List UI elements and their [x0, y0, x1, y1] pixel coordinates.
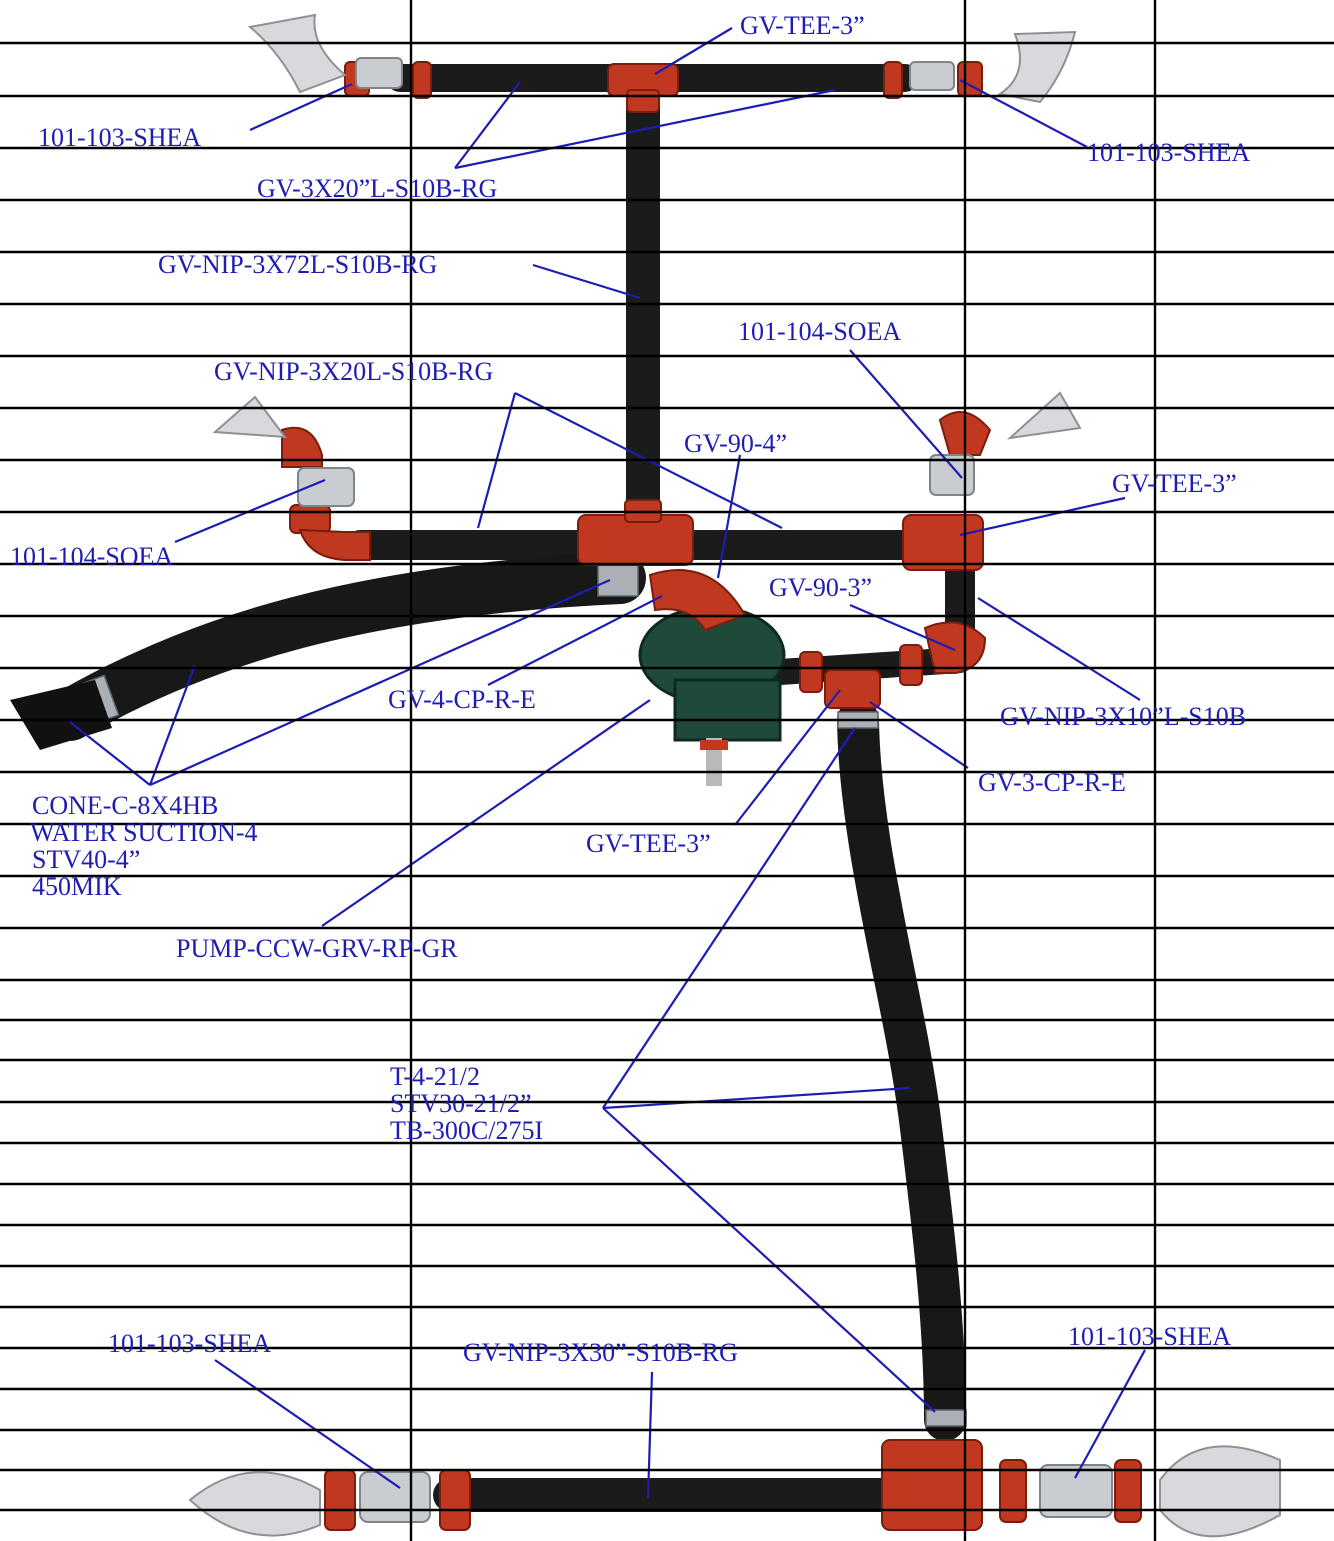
label-top-right-valve: 101-103-SHEA — [1087, 138, 1250, 167]
label-elbow-3: GV-90-3” — [769, 573, 872, 602]
label-nip-10: GV-NIP-3X10”L-S10B — [1000, 702, 1246, 731]
label-mid-nipples: GV-NIP-3X20L-S10B-RG — [214, 357, 493, 386]
label-cap-3: GV-3-CP-R-E — [978, 768, 1126, 797]
label-right-tee: GV-TEE-3” — [1112, 469, 1237, 498]
hose-clamp — [926, 1410, 966, 1426]
label-suction-line-1: CONE-C-8X4HB — [32, 791, 218, 820]
label-suction-line-3: STV40-4” — [32, 845, 140, 874]
label-bottom-left-valve: 101-103-SHEA — [108, 1329, 271, 1358]
label-bottom-nipple: GV-NIP-3X30”-S10B-RG — [463, 1338, 738, 1367]
label-riser-nipple: GV-NIP-3X72L-S10B-RG — [158, 250, 437, 279]
label-suction-line-4: 450MIK — [32, 872, 122, 901]
label-suction-line-2: WATER SUCTION-4 — [30, 818, 258, 847]
label-left-valve-104: 101-104-SOEA — [10, 542, 173, 571]
cone-strainer-icon — [10, 680, 112, 750]
suction-hose — [70, 578, 620, 715]
label-bottom-right-valve: 101-103-SHEA — [1068, 1322, 1231, 1351]
label-elbow-4: GV-90-4” — [684, 429, 787, 458]
label-cap-4: GV-4-CP-R-E — [388, 685, 536, 714]
label-pump: PUMP-CCW-GRV-RP-GR — [176, 934, 458, 963]
leader-lines — [70, 28, 1145, 1498]
label-lower-tee: GV-TEE-3” — [586, 829, 711, 858]
label-top-left-valve: 101-103-SHEA — [38, 123, 201, 152]
label-hose-line-3: TB-300C/275I — [390, 1116, 543, 1145]
label-top-nipples: GV-3X20”L-S10B-RG — [257, 174, 497, 203]
label-hose-line-2: STV30-21/2” — [390, 1089, 532, 1118]
label-right-valve-104: 101-104-SOEA — [738, 317, 901, 346]
pump-icon — [640, 607, 784, 786]
label-top-tee: GV-TEE-3” — [740, 11, 865, 40]
label-hose-line-1: T-4-21/2 — [390, 1062, 480, 1091]
